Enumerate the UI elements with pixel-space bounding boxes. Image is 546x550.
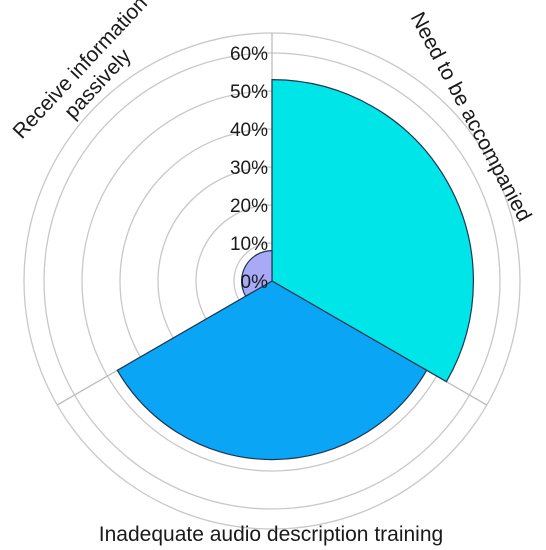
radial-tick-label: 60% [230,44,268,65]
radial-tick-labels: 0% 10% 20% 30% 40% 50% 60% [230,44,268,293]
slice-inadequate-audio-description-training [116,280,428,461]
radial-tick-label: 20% [230,196,268,217]
radial-tick-label: 50% [230,82,268,103]
slice-receive-information-passively [241,249,273,298]
radial-tick-label: 0% [241,272,269,293]
radial-tick-label: 10% [230,234,268,255]
category-label-line-1: Receive information [9,0,152,143]
category-label-receive-information-passively: Receive information passively [9,0,152,143]
radial-tick-label: 40% [230,120,268,141]
slices [116,78,475,461]
category-label-inadequate-audio-description-training: Inadequate audio description training [99,523,443,546]
radial-tick-label: 30% [230,158,268,179]
slice-need-to-be-accompanied [271,78,475,383]
